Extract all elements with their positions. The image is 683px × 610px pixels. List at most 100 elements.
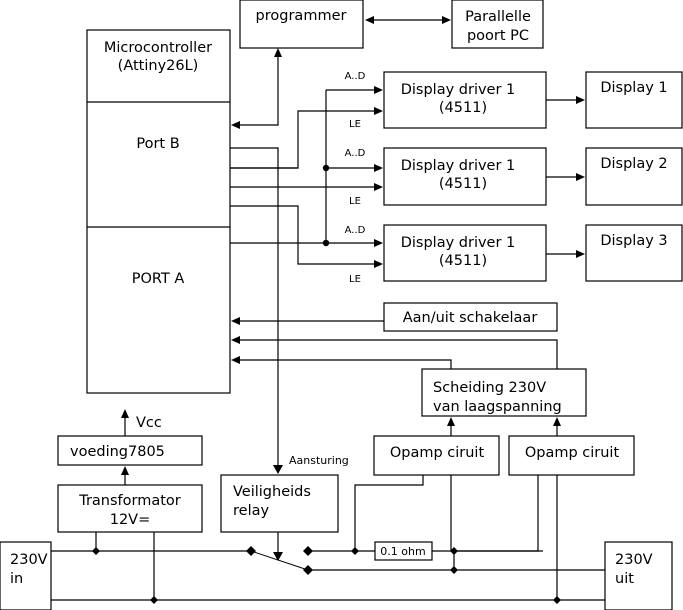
relay-switch-contact	[250, 550, 309, 571]
display-3: Display 3	[585, 224, 683, 282]
mains-in-line1: 230V	[10, 552, 48, 568]
junction-bus-2	[322, 239, 330, 247]
regulator-label: voeding7805	[70, 444, 165, 460]
junction-relay-no	[303, 546, 313, 556]
opamp-1-label: Opamp ciruit	[390, 445, 485, 461]
isolation-block: Scheiding 230V van laagspanning	[421, 368, 587, 417]
junction-shunt-left	[351, 547, 359, 555]
arrow-porta-2	[231, 336, 240, 344]
wire-isolation1-porta	[234, 359, 452, 369]
port-a-label: PORT A	[132, 271, 185, 287]
display-driver-1: Display driver 1 (4511)	[383, 71, 547, 129]
transformer-block: Transformator 12V=	[57, 484, 203, 533]
label-le-1: LE	[349, 119, 361, 130]
relay-line1: Veiligheids	[233, 484, 311, 500]
arrow-driver2-ad	[374, 164, 383, 172]
on-off-switch-block: Aan/uit schakelaar	[383, 302, 558, 332]
port-b-label: Port B	[136, 136, 179, 152]
junction-relay-nc	[303, 565, 313, 575]
vcc-label: Vcc	[136, 415, 162, 431]
label-ad-1: A..D	[345, 71, 366, 82]
arrow-left-mcu-prog	[231, 121, 240, 129]
display-driver-3-title: Display driver 1	[401, 235, 516, 251]
arrow-up-regulator	[121, 466, 129, 475]
wire-portb-relay	[230, 147, 279, 470]
arrow-left-programmer	[365, 16, 374, 24]
wire-opamp2-tap-a	[454, 475, 539, 552]
mains-in-line2: in	[10, 571, 23, 587]
label-ad-2: A..D	[345, 148, 366, 159]
arrow-driver1-le	[374, 107, 383, 115]
arrow-down-relay-contact	[273, 552, 283, 561]
wire-programmer-mcu	[234, 52, 279, 126]
display-driver-2-title: Display driver 1	[401, 158, 516, 174]
microcontroller-block: Microcontroller (Attiny26L) Port B PORT …	[86, 29, 231, 394]
wire-portb-le3	[230, 205, 380, 265]
label-le-3: LE	[349, 274, 361, 285]
junction-relay-common	[246, 546, 256, 556]
display-driver-1-chip: (4511)	[439, 100, 487, 116]
display-driver-3-chip: (4511)	[439, 253, 487, 269]
arrow-porta-3	[231, 356, 240, 364]
junction-bus-1	[322, 164, 330, 172]
isolation-line1: Scheiding 230V	[433, 380, 546, 396]
parallel-port-line1: Parallelle	[465, 9, 531, 25]
arrow-driver3-le	[374, 260, 383, 268]
drive-label: Aansturing	[289, 454, 349, 467]
junction-shunt-right	[450, 547, 458, 555]
wire-isolation2-porta	[234, 339, 558, 369]
arrow-down-relay	[273, 465, 283, 474]
arrow-up-isolation-2	[553, 417, 561, 426]
arrow-driver2-le	[374, 183, 383, 191]
transformer-line2: 12V=	[110, 512, 151, 528]
arrow-display2	[576, 173, 585, 181]
mains-out-line2: uit	[615, 571, 634, 587]
display-1-label: Display 1	[600, 80, 667, 96]
junction-neutral-opamp	[553, 596, 561, 604]
shunt-resistor: 0.1 ohm	[374, 541, 433, 561]
regulator-block: voeding7805	[57, 435, 203, 466]
junction-neutral-transformer	[150, 596, 158, 604]
display-2-label: Display 2	[600, 156, 667, 172]
label-le-2: LE	[349, 196, 361, 207]
arrow-driver3-ad	[374, 239, 383, 247]
display-driver-3: Display driver 1 (4511)	[383, 224, 547, 282]
arrow-right-pc	[442, 16, 451, 24]
display-3-label: Display 3	[600, 233, 667, 249]
mcu-title: Microcontroller	[104, 40, 212, 56]
display-driver-2-chip: (4511)	[439, 176, 487, 192]
label-ad-3: A..D	[345, 225, 366, 236]
display-driver-1-title: Display driver 1	[401, 82, 516, 98]
mains-in-block: 230V in	[0, 541, 52, 610]
opamp-circuit-1: Opamp ciruit	[373, 435, 500, 476]
arrow-display1	[576, 96, 585, 104]
display-driver-2: Display driver 1 (4511)	[383, 147, 547, 206]
mains-out-line1: 230V	[615, 552, 653, 568]
parallel-port-block: Parallelle poort PC	[451, 0, 544, 49]
junction-mains-transformer	[92, 547, 100, 555]
arrow-up-vcc	[121, 409, 129, 418]
display-2: Display 2	[585, 147, 683, 206]
display-1: Display 1	[585, 71, 683, 129]
mains-out-block: 230V uit	[604, 541, 673, 610]
junction-switched-live	[450, 566, 458, 574]
on-off-switch-label: Aan/uit schakelaar	[403, 310, 538, 326]
opamp-circuit-2: Opamp ciruit	[508, 435, 635, 476]
arrow-driver1-ad	[374, 86, 383, 94]
wire-opamp1-tap-a	[354, 475, 424, 551]
parallel-port-line2: poort PC	[467, 28, 529, 44]
relay-line2: relay	[233, 503, 269, 519]
arrow-up-isolation-1	[447, 417, 455, 426]
safety-relay-block: Veiligheids relay	[220, 474, 339, 533]
arrow-display3	[576, 250, 585, 258]
programmer-label: programmer	[256, 8, 347, 24]
isolation-line2: van laagspanning	[433, 399, 562, 415]
junctions	[92, 164, 561, 604]
opamp-2-label: Opamp ciruit	[525, 445, 620, 461]
arrow-porta-1	[231, 317, 240, 325]
shunt-label: 0.1 ohm	[380, 545, 425, 558]
transformer-line1: Transformator	[78, 493, 181, 509]
wires	[51, 19, 605, 601]
programmer-block: programmer	[239, 0, 364, 49]
